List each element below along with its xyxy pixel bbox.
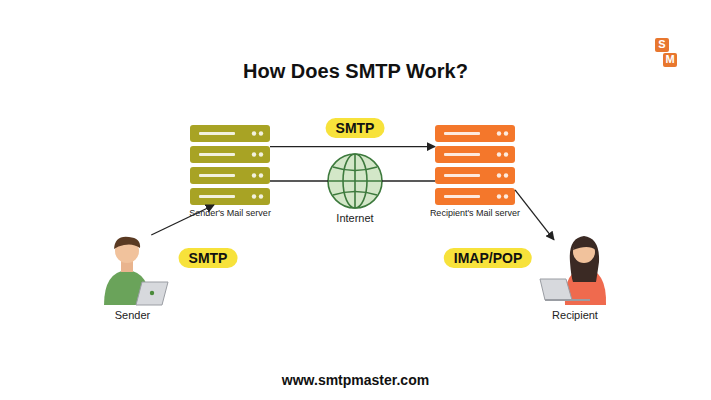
node-label: Recipient	[552, 309, 598, 321]
recipient-person: Recipient	[540, 235, 610, 305]
protocol-badge: IMAP/POP	[444, 248, 532, 268]
internet-globe: Internet	[328, 154, 382, 208]
diagram-title: How Does SMTP Work?	[0, 60, 711, 83]
sender-person: Sender	[95, 235, 170, 305]
connector-arrow	[382, 180, 435, 181]
node-label: Sender	[115, 309, 150, 321]
website-url: www.smtpmaster.com	[282, 372, 429, 388]
logo-letter: M	[663, 53, 677, 67]
protocol-badge: SMTP	[179, 248, 238, 268]
connector-arrow	[270, 146, 435, 147]
connector-arrow	[515, 190, 554, 240]
recipient-mail-server: Recipient's Mail server	[435, 125, 515, 205]
protocol-badge: SMTP	[326, 118, 385, 138]
sender-mail-server: Sender's Mail server	[190, 125, 270, 205]
node-label: Internet	[336, 212, 373, 224]
node-label: Sender's Mail server	[189, 208, 271, 218]
logo-letter: S	[655, 38, 669, 52]
connector-arrow	[270, 180, 328, 181]
node-label: Recipient's Mail server	[430, 208, 520, 218]
